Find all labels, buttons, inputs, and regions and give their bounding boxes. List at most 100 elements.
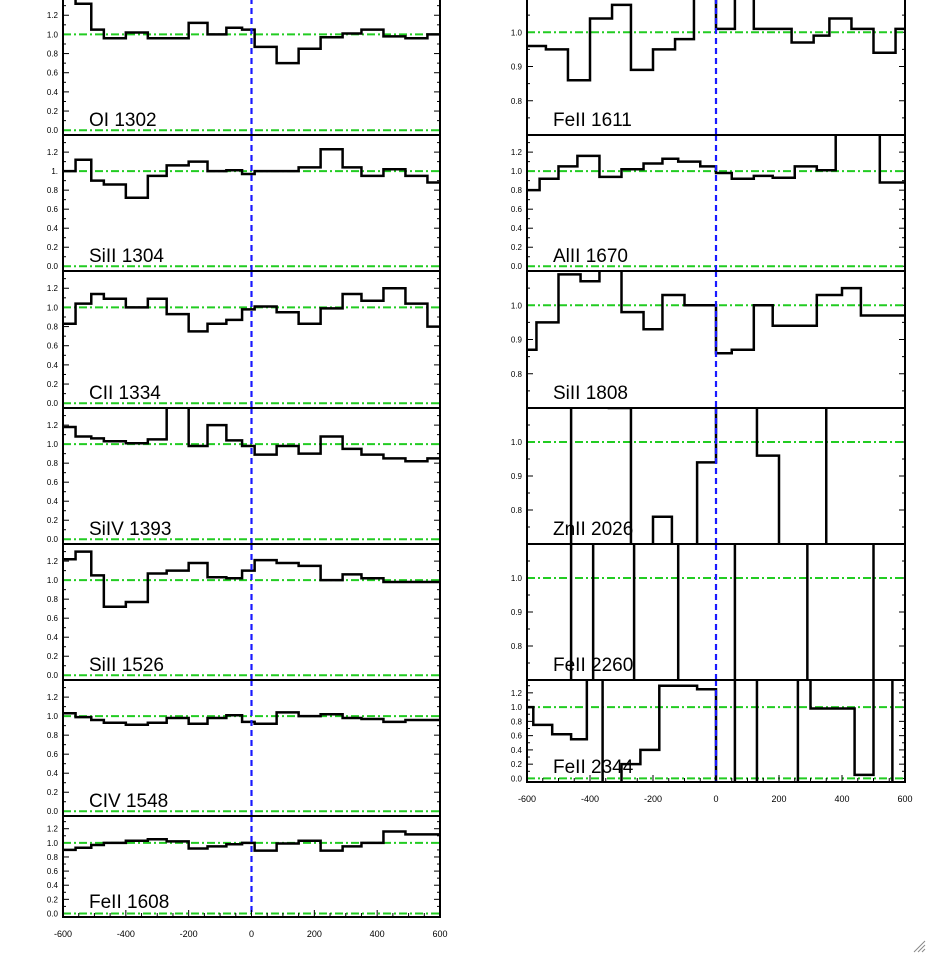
y-tick-label: 0.4	[47, 881, 59, 890]
y-tick-label: 0.0	[47, 909, 59, 918]
ion-label: CIV 1548	[89, 791, 168, 812]
y-tick-label: 0.8	[47, 459, 59, 468]
x-tick-label: 600	[432, 929, 447, 939]
panels: 0.00.20.40.60.81.01.2OI 13020.00.20.40.6…	[47, 0, 913, 939]
y-tick-label: 1.0	[47, 576, 59, 585]
y-tick-label: 0.8	[47, 50, 59, 59]
y-tick-label: 0.4	[47, 88, 59, 97]
y-tick-label: 0.2	[511, 760, 523, 769]
panel-oi-1302: 0.00.20.40.60.81.01.2OI 1302	[47, 0, 441, 136]
spectrum-alii-1670	[527, 135, 905, 192]
y-tick-label: 0.2	[511, 243, 523, 252]
y-tick-label: 0.9	[511, 336, 523, 345]
y-tick-label: 1.0	[511, 574, 523, 583]
y-tick-label: 1.2	[47, 421, 59, 430]
y-tick-label: 0.0	[47, 807, 59, 816]
x-tick-label: -400	[581, 794, 599, 804]
y-tick-label: 1.2	[47, 284, 59, 293]
y-tick-label: 1.	[51, 167, 58, 176]
y-tick-label: 0.6	[47, 750, 59, 759]
x-tick-label: 400	[370, 929, 385, 939]
y-tick-label: 0.6	[511, 205, 523, 214]
y-tick-label: 0.4	[47, 224, 59, 233]
resize-grip-icon[interactable]	[913, 940, 926, 953]
ion-label: FeII 2260	[553, 655, 633, 676]
y-tick-label: 0.6	[47, 69, 59, 78]
x-tick-label: -600	[518, 794, 536, 804]
y-tick-label: 0.8	[511, 642, 523, 651]
y-tick-label: 0.0	[47, 671, 59, 680]
ion-label: CII 1334	[89, 383, 161, 404]
y-tick-label: 0.9	[511, 472, 523, 481]
ion-label: FeII 2344	[553, 757, 634, 778]
y-tick-label: 0.6	[47, 342, 59, 351]
ion-label: SiII 1808	[553, 383, 628, 404]
y-tick-label: 0.6	[47, 478, 59, 487]
y-tick-label: 1.2	[47, 148, 59, 157]
x-tick-label: 200	[771, 794, 786, 804]
y-tick-label: 0.0	[47, 126, 59, 135]
spectrum-siii-1304	[63, 148, 440, 200]
x-tick-label: 200	[307, 929, 322, 939]
y-tick-label: 0.6	[47, 614, 59, 623]
y-tick-label: 0.8	[511, 186, 523, 195]
spectrum-siii-1808	[527, 271, 905, 355]
spectrum-civ-1548	[63, 711, 440, 726]
y-tick-label: 1.2	[511, 689, 523, 698]
spectrum-siiv-1393	[63, 408, 440, 463]
ion-label: SiII 1304	[89, 246, 164, 267]
y-tick-label: 0.0	[47, 535, 59, 544]
y-tick-label: 0.6	[47, 867, 59, 876]
y-tick-label: 0.0	[511, 262, 523, 271]
y-tick-label: 0.8	[47, 323, 59, 332]
y-tick-label: 1.0	[47, 30, 59, 39]
y-tick-label: 0.2	[47, 107, 59, 116]
y-tick-label: 0.2	[47, 516, 59, 525]
ion-label: FeII 1611	[553, 110, 632, 131]
y-tick-label: 0.8	[47, 731, 59, 740]
x-tick-label: 0	[713, 794, 718, 804]
y-tick-label: 0.4	[47, 361, 59, 370]
y-tick-label: 0.8	[511, 370, 523, 379]
y-tick-label: 0.4	[511, 224, 523, 233]
y-tick-label: 0.0	[47, 262, 59, 271]
y-tick-label: 0.2	[47, 380, 59, 389]
y-tick-label: 0.4	[511, 746, 523, 755]
ion-label: AlII 1670	[553, 246, 628, 267]
y-tick-label: 0.9	[511, 608, 523, 617]
y-tick-label: 0.2	[47, 652, 59, 661]
ion-label: OI 1302	[89, 110, 157, 131]
x-tick-label: 400	[834, 794, 849, 804]
ion-label: SiIV 1393	[89, 519, 171, 540]
y-tick-label: 0.9	[511, 63, 523, 72]
y-tick-label: 0.4	[47, 497, 59, 506]
y-tick-label: 0.6	[511, 732, 523, 741]
y-tick-label: 1.0	[511, 301, 523, 310]
x-tick-label: -200	[644, 794, 662, 804]
spectrum-feii-2344	[527, 680, 894, 782]
y-tick-label: 1.2	[47, 557, 59, 566]
x-tick-label: -400	[117, 929, 135, 939]
y-tick-label: 0.8	[47, 853, 59, 862]
y-tick-label: 1.0	[47, 712, 59, 721]
y-tick-label: 0.8	[511, 506, 523, 515]
spectrum-oi-1302	[74, 0, 440, 65]
y-tick-label: 0.6	[47, 205, 59, 214]
ion-label: ZnII 2026	[553, 519, 633, 540]
ion-label: FeII 1608	[89, 892, 169, 913]
spectrum-feii-2260	[569, 544, 875, 680]
y-tick-label: 0.2	[47, 243, 59, 252]
y-tick-label: 1.0	[47, 839, 59, 848]
x-tick-label: -600	[54, 929, 72, 939]
y-tick-label: 0.8	[47, 595, 59, 604]
y-tick-label: 1.2	[511, 148, 523, 157]
x-tick-label: 0	[249, 929, 254, 939]
